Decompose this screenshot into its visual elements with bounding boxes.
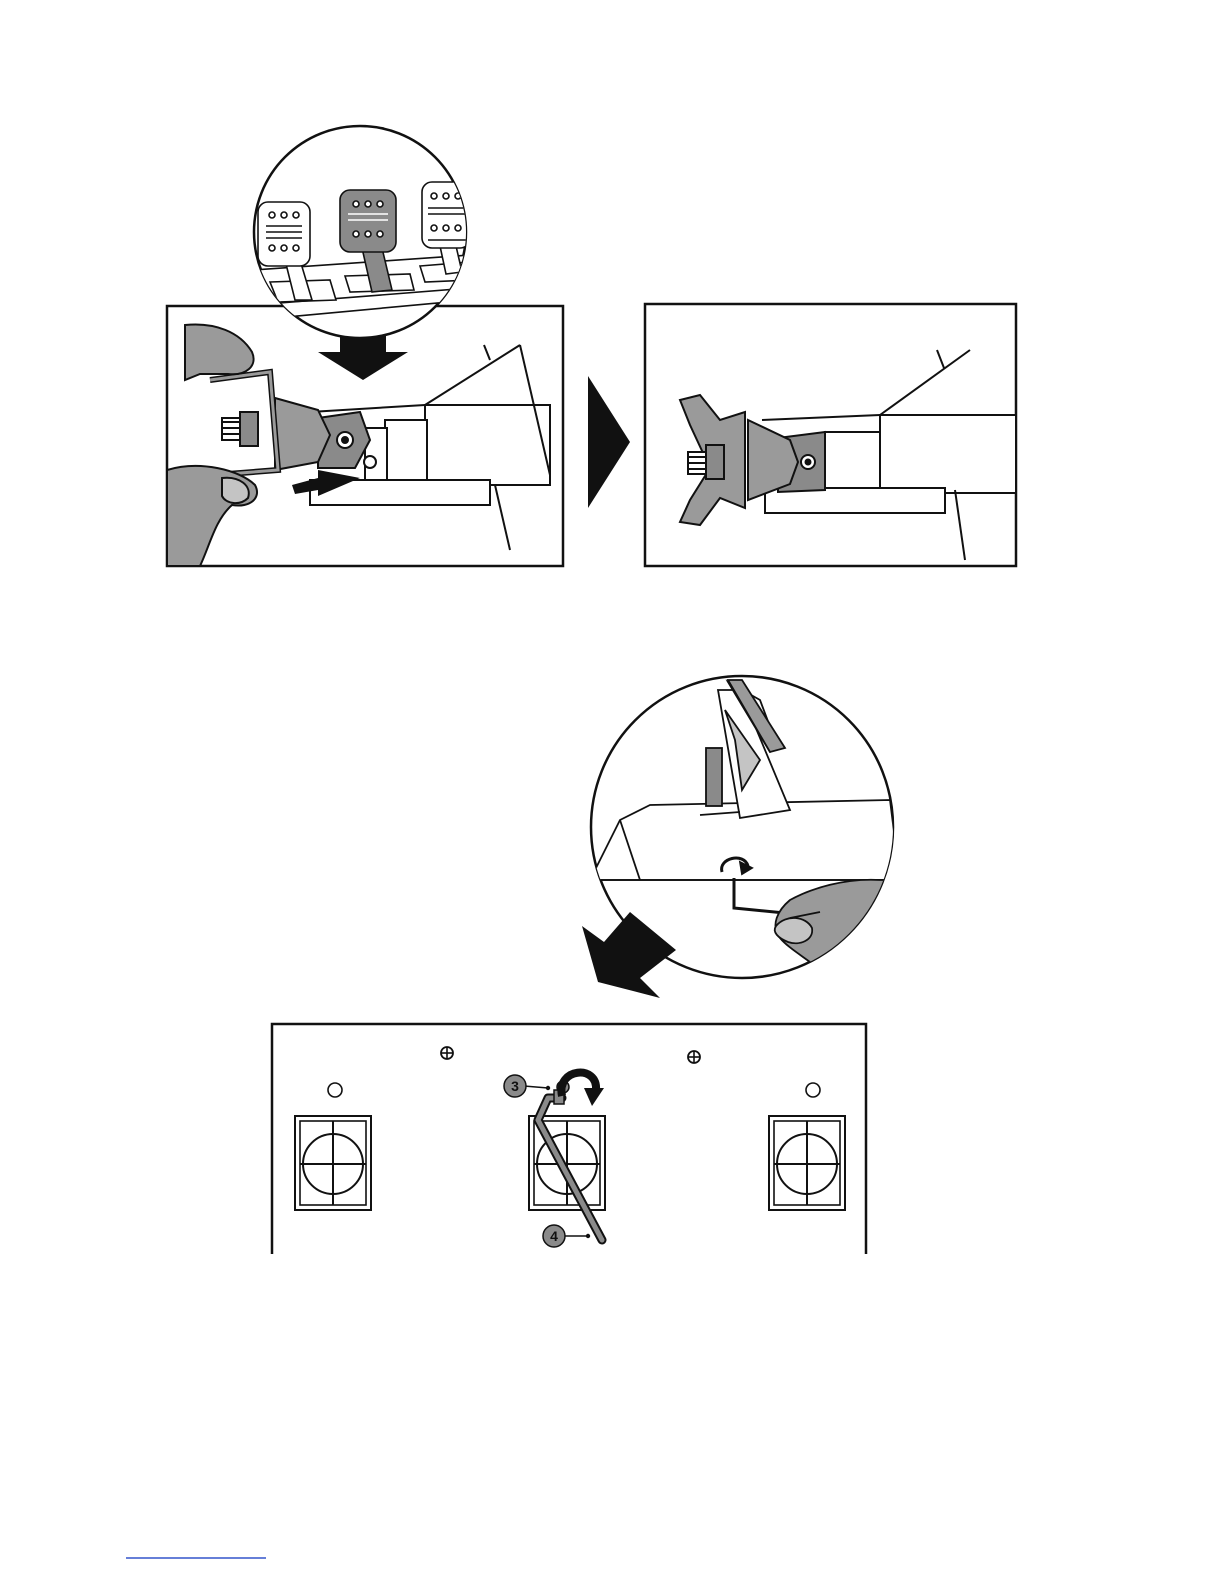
screw-icon (441, 1047, 453, 1059)
pedal-mount-left (295, 1116, 371, 1210)
callout-4: 4 (543, 1225, 590, 1247)
mount-hole (806, 1083, 820, 1097)
screw-icon (688, 1051, 700, 1063)
callout-3-label: 3 (511, 1078, 519, 1094)
callout-3: 3 (504, 1075, 550, 1097)
clip-installed-panel (645, 304, 1016, 566)
pedal-mount-right (769, 1116, 845, 1210)
callout-4-label: 4 (550, 1228, 558, 1244)
pedal-base-underside (272, 1024, 866, 1254)
next-step-arrow (588, 376, 630, 508)
hex-key (538, 1098, 602, 1240)
mount-hole (328, 1083, 342, 1097)
